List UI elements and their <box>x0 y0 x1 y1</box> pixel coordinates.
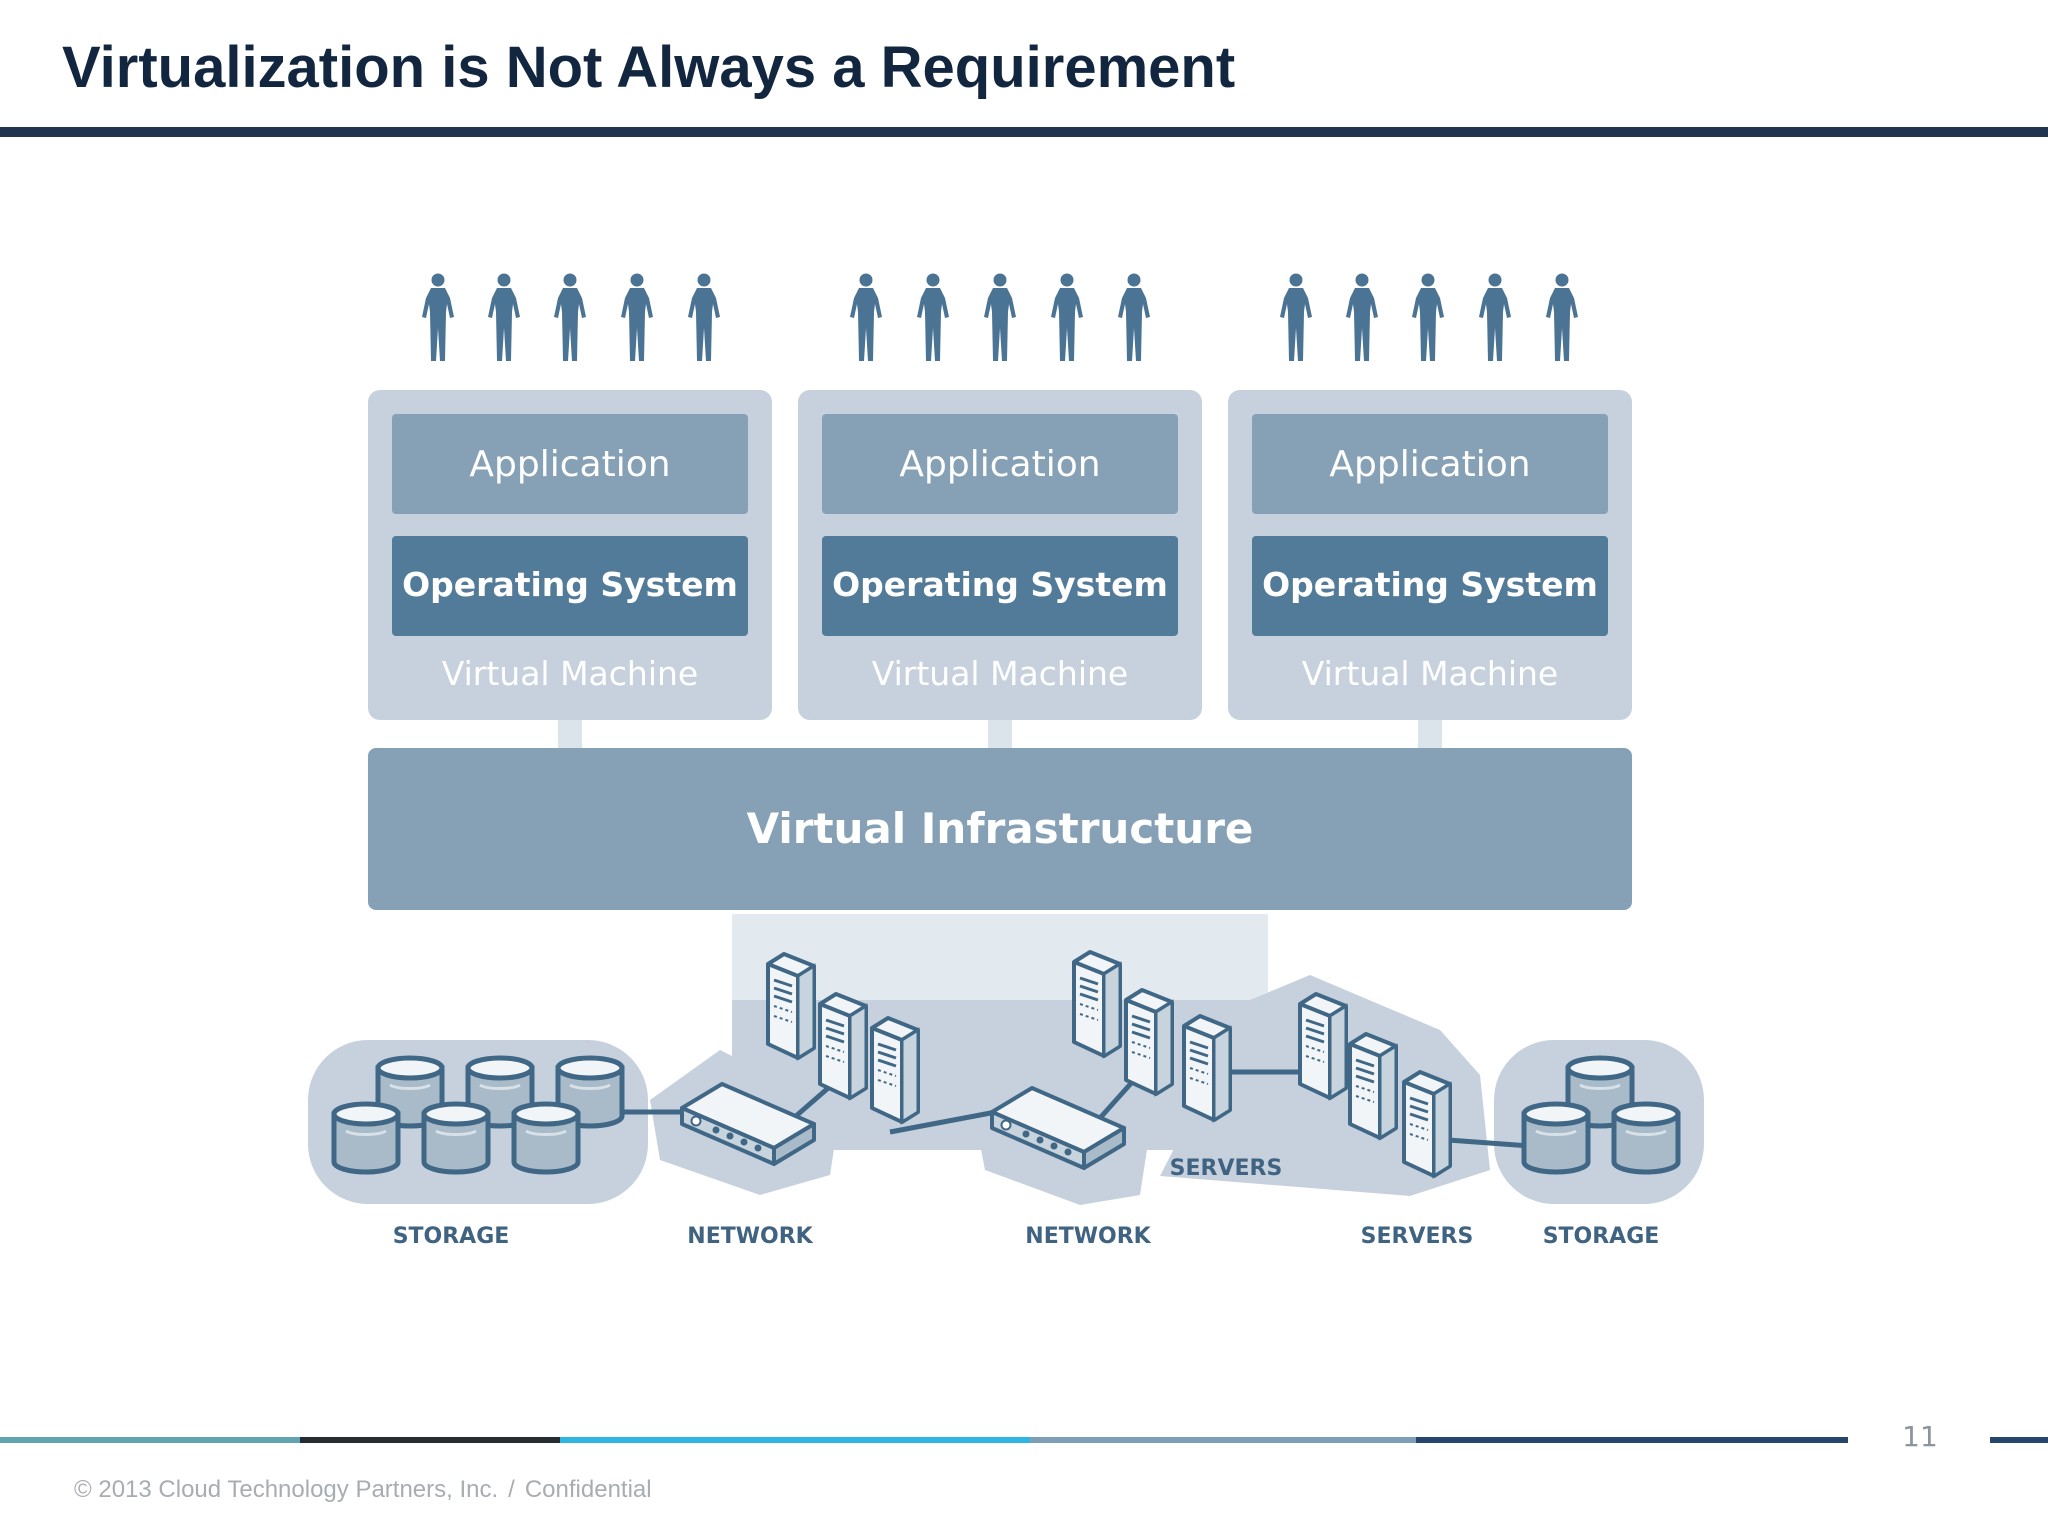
server-tower-icon <box>766 952 816 1060</box>
network-left-label: NETWORK <box>687 1224 813 1249</box>
footer-strip-segment <box>1990 1437 2048 1443</box>
person-icon <box>1346 273 1378 361</box>
application-box <box>392 414 748 514</box>
application-label: Application <box>469 444 670 485</box>
person-icon <box>984 273 1016 361</box>
servers-right-label: SERVERS <box>1361 1224 1474 1249</box>
servers-center-label: SERVERS <box>1170 1156 1283 1181</box>
confidential-text: Confidential <box>524 1476 652 1503</box>
database-cylinder-icon <box>1524 1104 1588 1172</box>
user-group-2 <box>850 273 1150 361</box>
user-group-3 <box>1280 273 1578 361</box>
footer-strip-segment <box>300 1437 560 1443</box>
person-icon <box>1280 273 1312 361</box>
footer-strip-segment <box>1416 1437 1848 1443</box>
vm-connector <box>1418 718 1442 750</box>
virtual-machine-label: Virtual Machine <box>1302 654 1558 693</box>
person-icon <box>688 273 720 361</box>
user-group-1 <box>422 273 720 361</box>
operating-system-label: Operating System <box>832 565 1168 604</box>
person-icon <box>1051 273 1083 361</box>
virtual-machine-label: Virtual Machine <box>442 654 698 693</box>
infrastructure-bar <box>368 748 1632 910</box>
virtual-machine-3: Application Operating System Virtual Mac… <box>1228 390 1632 720</box>
operating-system-box <box>1252 536 1608 636</box>
database-cylinder-icon <box>424 1104 488 1172</box>
network-right-label: NETWORK <box>1025 1224 1151 1249</box>
hardware-backdrop <box>732 914 1268 1010</box>
server-tower-icon <box>1348 1032 1398 1140</box>
slide-title: Virtualization is Not Always a Requireme… <box>62 35 1236 100</box>
copyright-text: © 2013 Cloud Technology Partners, Inc. <box>74 1476 499 1503</box>
footer-separator: / <box>508 1476 515 1503</box>
application-label: Application <box>899 444 1100 485</box>
title-divider <box>0 127 2048 137</box>
virtual-machine-label: Virtual Machine <box>872 654 1128 693</box>
storage-right-label: STORAGE <box>1543 1224 1660 1249</box>
operating-system-label: Operating System <box>1262 565 1598 604</box>
operating-system-box <box>392 536 748 636</box>
server-tower-icon <box>818 992 868 1100</box>
person-icon <box>1118 273 1150 361</box>
person-icon <box>1546 273 1578 361</box>
server-tower-icon <box>1124 988 1174 1096</box>
server-tower-icon <box>1402 1070 1452 1178</box>
operating-system-label: Operating System <box>402 565 738 604</box>
storage-left <box>334 1058 622 1172</box>
virtual-machine-2: Application Operating System Virtual Mac… <box>798 390 1202 720</box>
vm-connector <box>558 718 582 750</box>
person-icon <box>917 273 949 361</box>
operating-system-box <box>822 536 1178 636</box>
application-label: Application <box>1329 444 1530 485</box>
footer-copyright: © 2013 Cloud Technology Partners, Inc. / C… <box>74 1474 652 1506</box>
application-box <box>822 414 1178 514</box>
person-icon <box>422 273 454 361</box>
server-tower-icon <box>870 1016 920 1124</box>
person-icon <box>621 273 653 361</box>
vm-connector <box>988 718 1012 750</box>
network-links <box>620 1069 1531 1149</box>
footer-strip-segment <box>0 1437 300 1443</box>
person-icon <box>1479 273 1511 361</box>
infrastructure-label: Virtual Infrastructure <box>747 804 1254 853</box>
server-tower-icon <box>1298 992 1348 1100</box>
database-cylinder-icon <box>334 1104 398 1172</box>
person-icon <box>1412 273 1444 361</box>
virtual-machine-1: Application Operating System Virtual Mac… <box>368 390 772 720</box>
storage-left-label: STORAGE <box>393 1224 510 1249</box>
database-cylinder-icon <box>514 1104 578 1172</box>
page-number: 11 <box>1902 1420 1938 1453</box>
server-tower-icon <box>1072 950 1122 1058</box>
database-cylinder-icon <box>1614 1104 1678 1172</box>
person-icon <box>554 273 586 361</box>
person-icon <box>488 273 520 361</box>
application-box <box>1252 414 1608 514</box>
footer-strip-segment <box>560 1437 1030 1443</box>
server-tower-icon <box>1182 1014 1232 1122</box>
footer-strip-segment <box>1030 1437 1416 1443</box>
person-icon <box>850 273 882 361</box>
